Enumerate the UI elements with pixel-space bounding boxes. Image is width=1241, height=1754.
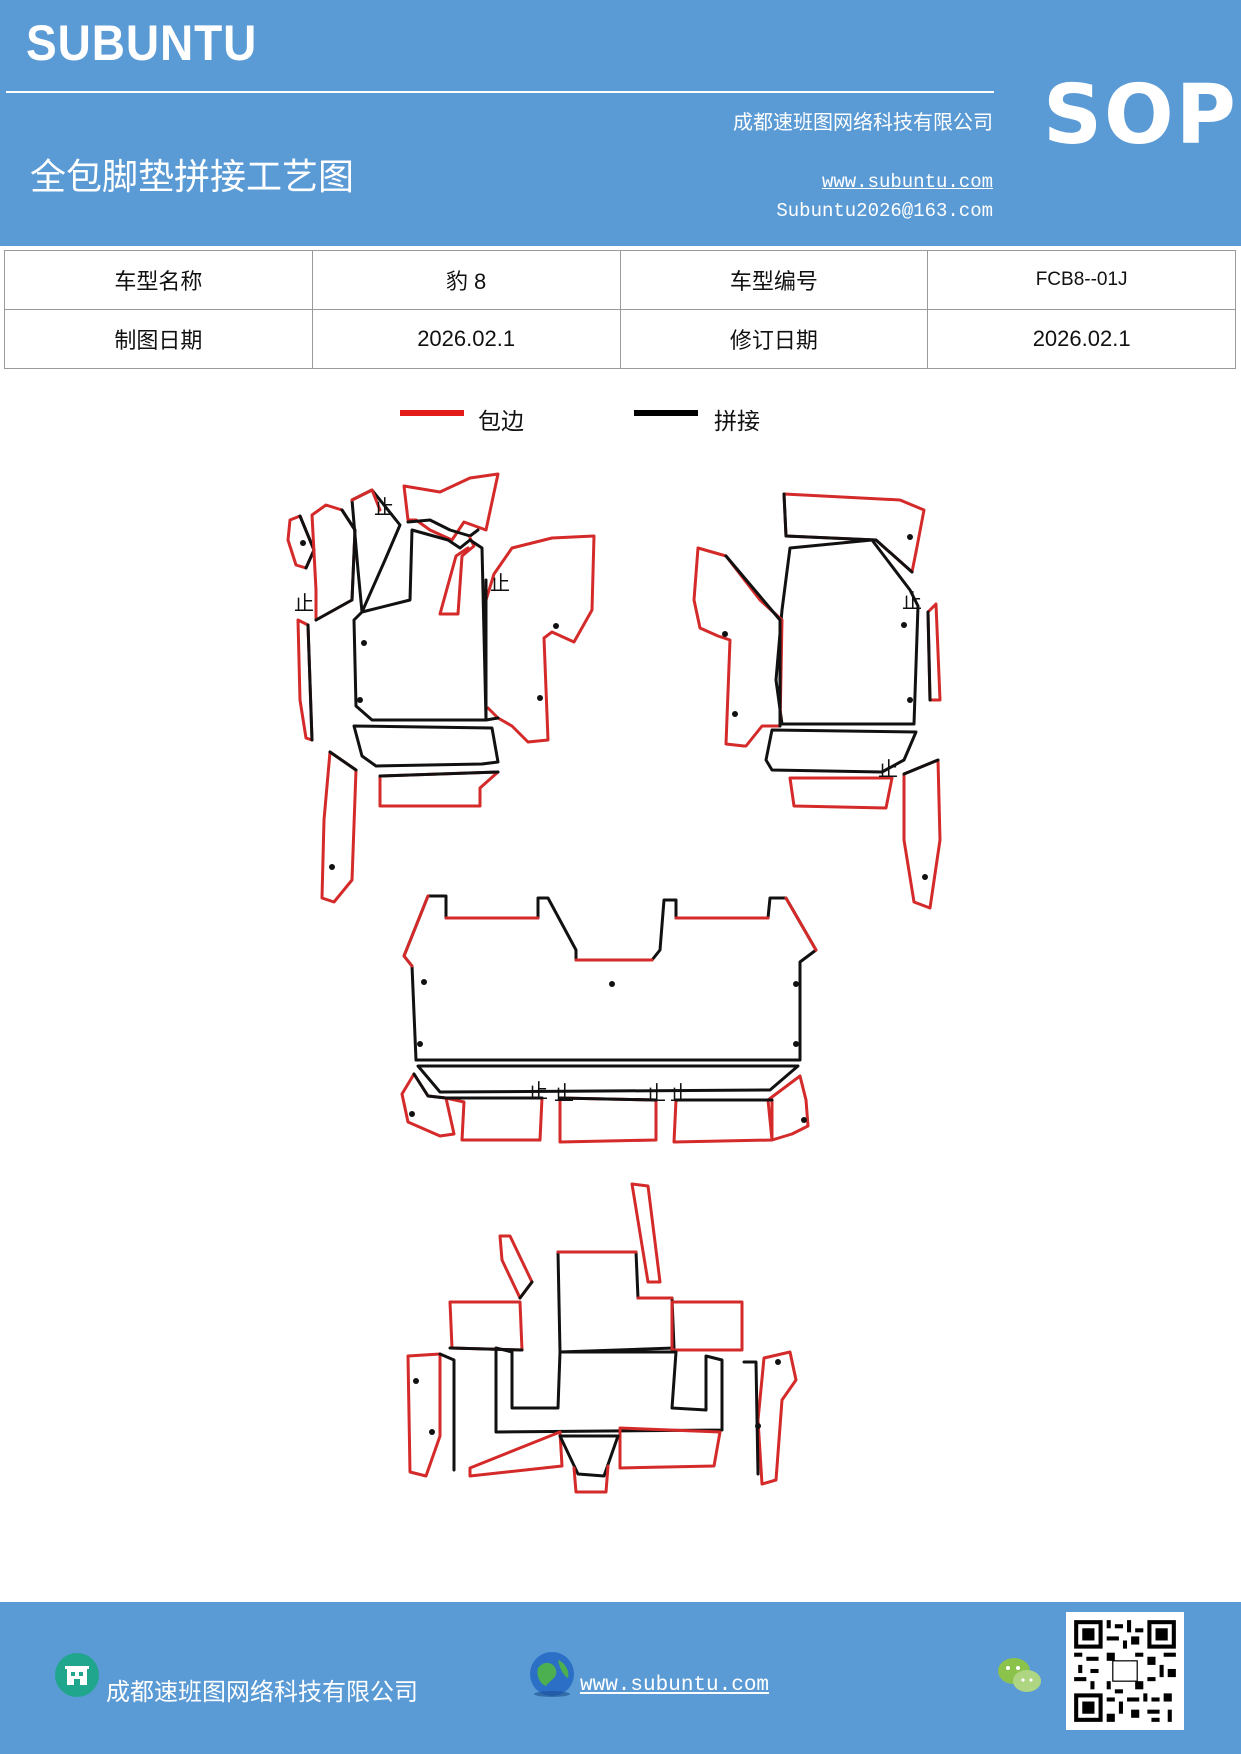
footer-website-link[interactable]: www.subuntu.com bbox=[580, 1674, 770, 1697]
header-email: Subuntu2026@163.com bbox=[776, 200, 993, 222]
draw-date-value: 2026.02.1 bbox=[311, 309, 621, 369]
mat-piece bbox=[416, 1064, 800, 1094]
front-right-mat-group bbox=[692, 492, 942, 910]
mat-piece bbox=[402, 472, 500, 542]
mat-piece bbox=[296, 618, 314, 742]
mat-piece bbox=[444, 1096, 544, 1142]
mat-piece bbox=[782, 492, 926, 574]
mat-piece bbox=[788, 776, 894, 810]
model-name-value: 豹 8 bbox=[311, 250, 621, 310]
legend-swatch-seam bbox=[634, 410, 698, 416]
mat-piece bbox=[672, 1098, 774, 1144]
legend-label-seam: 拼接 bbox=[714, 409, 760, 435]
mat-piece bbox=[402, 894, 818, 1062]
mat-piece bbox=[406, 1352, 442, 1478]
mat-piece bbox=[630, 1182, 662, 1284]
front-left-mat-group bbox=[286, 472, 596, 904]
third-row-mat-group bbox=[406, 1182, 798, 1494]
stop-mark: 止 bbox=[902, 589, 922, 613]
mat-piece bbox=[378, 770, 500, 808]
mat-piece bbox=[494, 1346, 724, 1434]
mat-piece bbox=[902, 758, 942, 910]
mat-piece bbox=[556, 1250, 676, 1354]
floor-mat-diagram: 止 止 止 止 止 止 止 止 止 bbox=[286, 472, 942, 1494]
revise-date-label: 修订日期 bbox=[619, 309, 929, 369]
legend: 包边 拼接 bbox=[400, 400, 820, 440]
mat-piece bbox=[468, 1430, 564, 1478]
mat-piece bbox=[756, 1350, 798, 1486]
model-code-value: FCB8--01J bbox=[927, 250, 1236, 310]
stop-mark: 止 bbox=[490, 571, 510, 595]
page-title: 全包脚垫拼接工艺图 bbox=[30, 157, 355, 198]
draw-date-label: 制图日期 bbox=[4, 309, 313, 369]
legend-swatch-edge bbox=[400, 410, 464, 416]
mat-piece bbox=[400, 1072, 456, 1138]
mat-piece bbox=[558, 1096, 658, 1144]
second-row-mat-group bbox=[400, 894, 818, 1144]
mat-piece bbox=[448, 1300, 524, 1352]
stop-mark: 止 bbox=[878, 757, 898, 781]
stop-mark: 止 bbox=[646, 1081, 666, 1105]
stop-mark: 止 bbox=[670, 1081, 690, 1105]
building-icon bbox=[55, 1653, 99, 1697]
table-row: 车型名称 豹 8 车型编号 FCB8--01J bbox=[4, 250, 1236, 310]
stop-mark: 止 bbox=[528, 1079, 548, 1103]
table-row: 制图日期 2026.02.1 修订日期 2026.02.1 bbox=[4, 309, 1236, 369]
globe-icon bbox=[530, 1652, 574, 1697]
footer-banner: 成都速班图网络科技有限公司 www.subuntu.com bbox=[0, 1602, 1241, 1754]
qr-code[interactable] bbox=[1066, 1612, 1184, 1730]
qr-code-pattern bbox=[1066, 1612, 1184, 1730]
stop-mark: 止 bbox=[374, 495, 394, 519]
revise-date-value: 2026.02.1 bbox=[927, 309, 1236, 369]
wechat-icon bbox=[998, 1658, 1041, 1692]
mat-piece bbox=[764, 728, 918, 774]
mat-piece bbox=[774, 538, 920, 726]
model-name-label: 车型名称 bbox=[4, 250, 313, 310]
header-banner: SUBUNTU 成都速班图网络科技有限公司 全包脚垫拼接工艺图 www.subu… bbox=[0, 0, 1241, 246]
mat-piece bbox=[618, 1426, 722, 1470]
stop-mark: 止 bbox=[294, 591, 314, 615]
mat-piece bbox=[352, 724, 500, 768]
vehicle-info-table: 车型名称 豹 8 车型编号 FCB8--01J 制图日期 2026.02.1 修… bbox=[4, 250, 1236, 369]
header-company-name: 成都速班图网络科技有限公司 bbox=[733, 110, 993, 134]
stop-mark: 止 bbox=[554, 1081, 574, 1105]
footer-company-name: 成都速班图网络科技有限公司 bbox=[106, 1678, 418, 1706]
header-website-link[interactable]: www.subuntu.com bbox=[821, 171, 993, 193]
header-divider bbox=[6, 91, 994, 93]
mat-piece bbox=[352, 528, 488, 722]
brand-logo: SUBUNTU bbox=[26, 15, 258, 71]
mat-piece bbox=[320, 750, 358, 904]
mat-piece bbox=[670, 1300, 744, 1352]
legend-label-edge: 包边 bbox=[478, 409, 524, 435]
sop-badge: SOP bbox=[1043, 68, 1238, 163]
model-code-label: 车型编号 bbox=[619, 250, 929, 310]
mat-piece bbox=[692, 546, 784, 748]
